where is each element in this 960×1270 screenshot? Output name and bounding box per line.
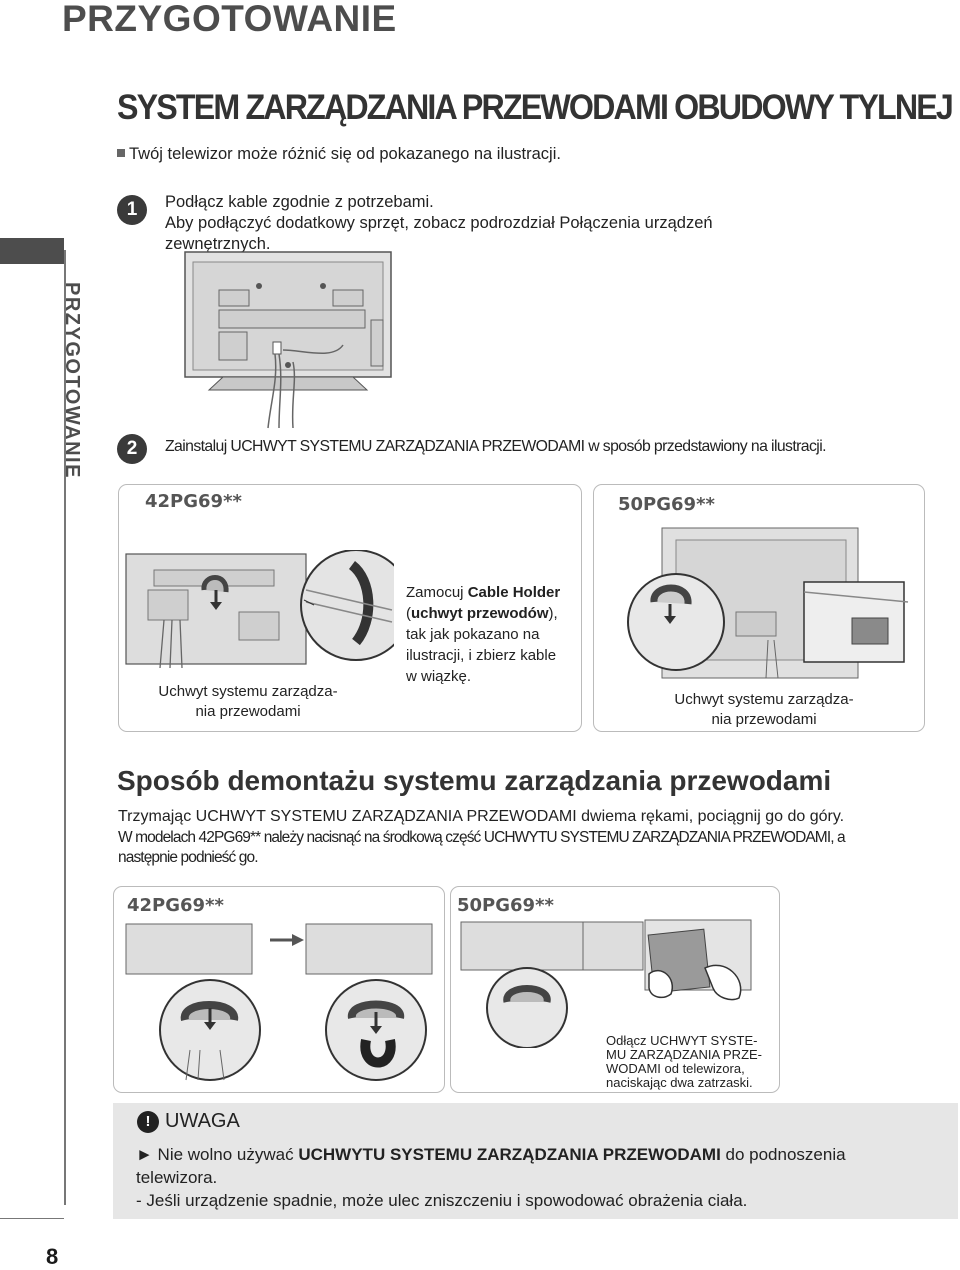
step-1-line-1: Podłącz kable zgodnie z potrzebami.	[165, 192, 845, 213]
install-instr-line-4: tak jak pokazano na	[406, 624, 578, 645]
removal-caption-line-2: MU ZARZĄDZANIA PRZE-	[606, 1048, 806, 1062]
install-caption-right-line-2: nia przewodami	[664, 710, 864, 730]
removal-para-1: Trzymając UCHWYT SYSTEMU ZARZĄDZANIA PRZ…	[118, 807, 918, 827]
note-text: Twój telewizor może różnić się od pokaza…	[129, 145, 561, 163]
install-caption-left-line-1: Uchwyt systemu zarządza-	[148, 682, 348, 702]
install-caption-right: Uchwyt systemu zarządza- nia przewodami	[664, 690, 864, 730]
removal-heading: Sposób demontażu systemu zarządzania prz…	[117, 765, 831, 797]
install-illustration-50pg69	[618, 522, 918, 682]
install-caption-left: Uchwyt systemu zarządza- nia przewodami	[148, 682, 348, 722]
warning-icon: !	[137, 1111, 159, 1133]
removal-caption: Odłącz UCHWYT SYSTE- MU ZARZĄDZANIA PRZE…	[606, 1034, 806, 1090]
install-caption-left-line-2: nia przewodami	[148, 702, 348, 722]
install-model-left: 42PG69**	[145, 491, 242, 512]
step-1-badge: 1	[117, 195, 147, 225]
removal-illustration-42pg69	[120, 920, 438, 1085]
removal-para-2-line-2: następnie podnieść go.	[118, 848, 918, 868]
page-title: SYSTEM ZARZĄDZANIA PRZEWODAMI OBUDOWY TY…	[117, 88, 952, 128]
install-model-right: 50PG69**	[618, 494, 715, 515]
install-instr-bold-2: uchwyt przewodów	[411, 605, 549, 622]
warning-line-2: telewizora.	[136, 1166, 926, 1189]
warning-text: ► Nie wolno używać UCHWYTU SYSTEMU ZARZĄ…	[136, 1143, 926, 1212]
removal-caption-line-1: Odłącz UCHWYT SYSTE-	[606, 1034, 806, 1048]
step-1-text: Podłącz kable zgodnie z potrzebami. Aby …	[165, 192, 845, 255]
step-1-line-2: Aby podłączyć dodatkowy sprzęt, zobacz p…	[165, 213, 845, 234]
page-number: 8	[46, 1244, 58, 1270]
step-2-badge: 2	[117, 434, 147, 464]
install-instructions: Zamocuj Cable Holder (uchwyt przewodów),…	[406, 582, 578, 687]
removal-model-left: 42PG69**	[127, 895, 224, 916]
install-instr-part-1: Zamocuj	[406, 584, 468, 601]
tv-back-illustration	[183, 250, 393, 430]
removal-caption-line-4: naciskając dwa zatrzaski.	[606, 1076, 806, 1090]
install-illustration-42pg69	[124, 550, 394, 670]
bullet-square-icon	[117, 149, 125, 157]
removal-caption-line-3: WODAMI od telewizora,	[606, 1062, 806, 1076]
section-header: PRZYGOTOWANIE	[62, 0, 397, 40]
side-section-label: PRZYGOTOWANIE	[60, 282, 83, 479]
warning-line-3: - Jeśli urządzenie spadnie, może ulec zn…	[136, 1189, 926, 1212]
install-caption-right-line-1: Uchwyt systemu zarządza-	[664, 690, 864, 710]
illustration-note: Twój telewizor może różnić się od pokaza…	[117, 145, 561, 164]
warning-line-1-b: do podnoszenia	[721, 1145, 846, 1164]
install-instr-bold-1: Cable Holder	[468, 584, 561, 601]
removal-model-right: 50PG69**	[457, 895, 554, 916]
warning-title: UWAGA	[165, 1110, 240, 1133]
page-number-divider	[0, 1218, 64, 1219]
install-instr-part-3: ),	[549, 605, 558, 622]
removal-illustration-50pg69	[455, 918, 960, 1048]
install-instr-line-6: w wiązkę.	[406, 666, 578, 687]
removal-para-2-line-1: W modelach 42PG69** należy nacisnąć na ś…	[118, 828, 918, 848]
side-tab-bar	[0, 238, 64, 264]
step-2-text: Zainstaluj UCHWYT SYSTEMU ZARZĄDZANIA PR…	[165, 436, 826, 457]
install-instr-line-5: ilustracji, i zbierz kable	[406, 645, 578, 666]
removal-para-2: W modelach 42PG69** należy nacisnąć na ś…	[118, 828, 918, 868]
warning-line-1-a: ► Nie wolno używać	[136, 1145, 298, 1164]
warning-line-1-bold: UCHWYTU SYSTEMU ZARZĄDZANIA PRZEWODAMI	[298, 1145, 720, 1164]
